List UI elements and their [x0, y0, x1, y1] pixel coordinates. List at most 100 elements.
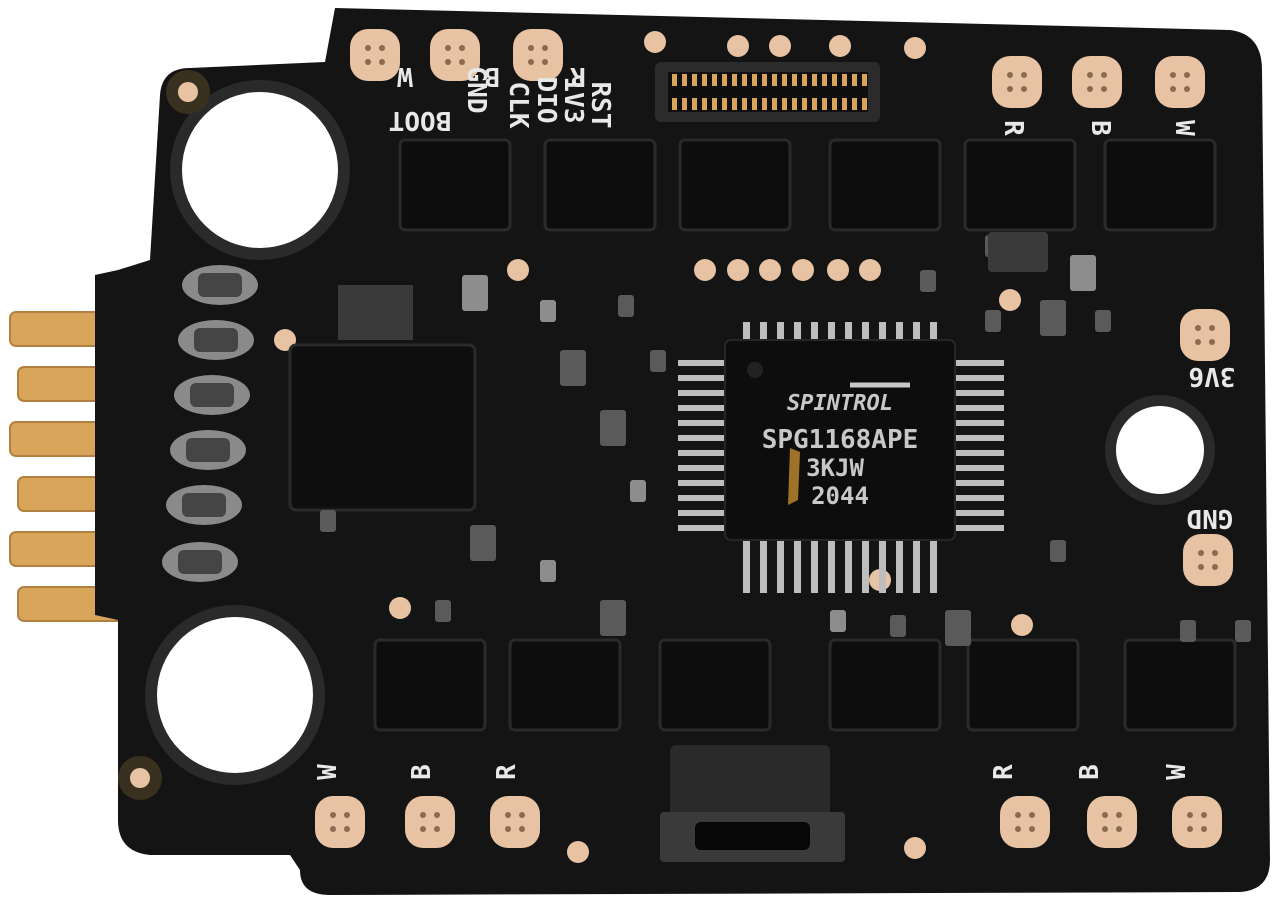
smd-component [945, 610, 971, 646]
chip-left [288, 343, 477, 512]
label-rst: RST [585, 82, 615, 129]
smd-component [1050, 540, 1066, 562]
solder-pad [350, 29, 400, 81]
label-bottom-right-b: B [1075, 764, 1105, 780]
label-bottom-left-r: R [492, 764, 522, 780]
solder-pad [1000, 796, 1050, 848]
label-dio: DIO [531, 77, 561, 124]
via-pad [999, 289, 1021, 311]
mosfet [828, 638, 942, 732]
label-gnd-right: GND [1187, 503, 1234, 533]
mosfet [508, 638, 622, 732]
label-bottom-right-r: R [989, 764, 1019, 780]
smd-component [890, 615, 906, 637]
smd-component [1040, 300, 1066, 336]
solder-pad [992, 56, 1042, 108]
mosfet [543, 138, 657, 232]
smd-component [470, 525, 496, 561]
smd-component [600, 410, 626, 446]
label-right-b: B [1085, 120, 1115, 136]
solder-pads [274, 29, 1233, 863]
chip-date-code: 2044 [811, 482, 869, 510]
label-bottom-left-w: W [313, 764, 343, 780]
via-pad [769, 35, 791, 57]
label-3v6: 3V6 [1189, 361, 1236, 391]
mosfet [398, 138, 512, 232]
label-bottom-left-b: B [407, 764, 437, 780]
label-1v3: 1V3 [558, 77, 588, 124]
smd-component [1095, 310, 1111, 332]
label-top-w: W [397, 61, 413, 91]
via-pad [727, 259, 749, 281]
via-pad [567, 841, 589, 863]
via-pad [644, 31, 666, 53]
qr-code [338, 285, 413, 340]
smd-component [435, 600, 451, 622]
smd-component [600, 600, 626, 636]
label-right-r: R [998, 120, 1028, 136]
via-pad [792, 259, 814, 281]
mosfet-packages [373, 138, 1237, 732]
label-gnd-top: GND [461, 67, 491, 114]
chip-brand: SPINTROL [787, 391, 893, 416]
mosfet [373, 638, 487, 732]
solder-pad [490, 796, 540, 848]
fpc-connector [655, 62, 880, 122]
mosfet [828, 138, 942, 232]
mosfet [1103, 138, 1217, 232]
mosfet [963, 138, 1077, 232]
label-clk: CLK [503, 82, 533, 129]
solder-pad [430, 29, 480, 81]
smd-component [1180, 620, 1196, 642]
solder-pad [513, 29, 563, 81]
chip-model: SPG1168APE [762, 425, 919, 455]
mosfet [966, 638, 1080, 732]
smd-component [1070, 255, 1096, 291]
via-pad [904, 837, 926, 859]
smd-component [1235, 620, 1251, 642]
smd-component [560, 350, 586, 386]
via-pad [759, 259, 781, 281]
chip-lot: 3KJW [806, 454, 864, 482]
solder-pad [1072, 56, 1122, 108]
via-pad [859, 259, 881, 281]
solder-pad [1183, 534, 1233, 586]
smd-component [540, 300, 556, 322]
smd-component [320, 510, 336, 532]
usb-port [660, 745, 845, 862]
via-pad [829, 35, 851, 57]
via-pad [694, 259, 716, 281]
solder-pad [1172, 796, 1222, 848]
via-pad [904, 37, 926, 59]
smd-component [630, 480, 646, 502]
label-top-b: B [484, 61, 500, 91]
via-pad [1011, 614, 1033, 636]
solder-pad [315, 796, 365, 848]
mosfet [1123, 638, 1237, 732]
mosfet [658, 638, 772, 732]
solder-pad [1155, 56, 1205, 108]
smd-component [618, 295, 634, 317]
via-pad [727, 35, 749, 57]
mosfet [678, 138, 792, 232]
led-row [162, 265, 258, 582]
via-pad [274, 329, 296, 351]
solder-pad [1180, 309, 1230, 361]
smd-component [650, 350, 666, 372]
label-right-w: W [1169, 120, 1199, 136]
solder-pad [1087, 796, 1137, 848]
smd-component [462, 275, 488, 311]
via-pad [827, 259, 849, 281]
mcu-chip: SPINTROL SPG1168APE 3KJW 2044 [678, 322, 1004, 593]
inductor [988, 232, 1048, 272]
smd-component [920, 270, 936, 292]
solder-pad [405, 796, 455, 848]
label-top-r: R [570, 61, 586, 91]
passive-components [320, 232, 1251, 646]
via-pad [507, 259, 529, 281]
via-pad [389, 597, 411, 619]
smd-component [985, 310, 1001, 332]
smd-component [830, 610, 846, 632]
smd-component [540, 560, 556, 582]
